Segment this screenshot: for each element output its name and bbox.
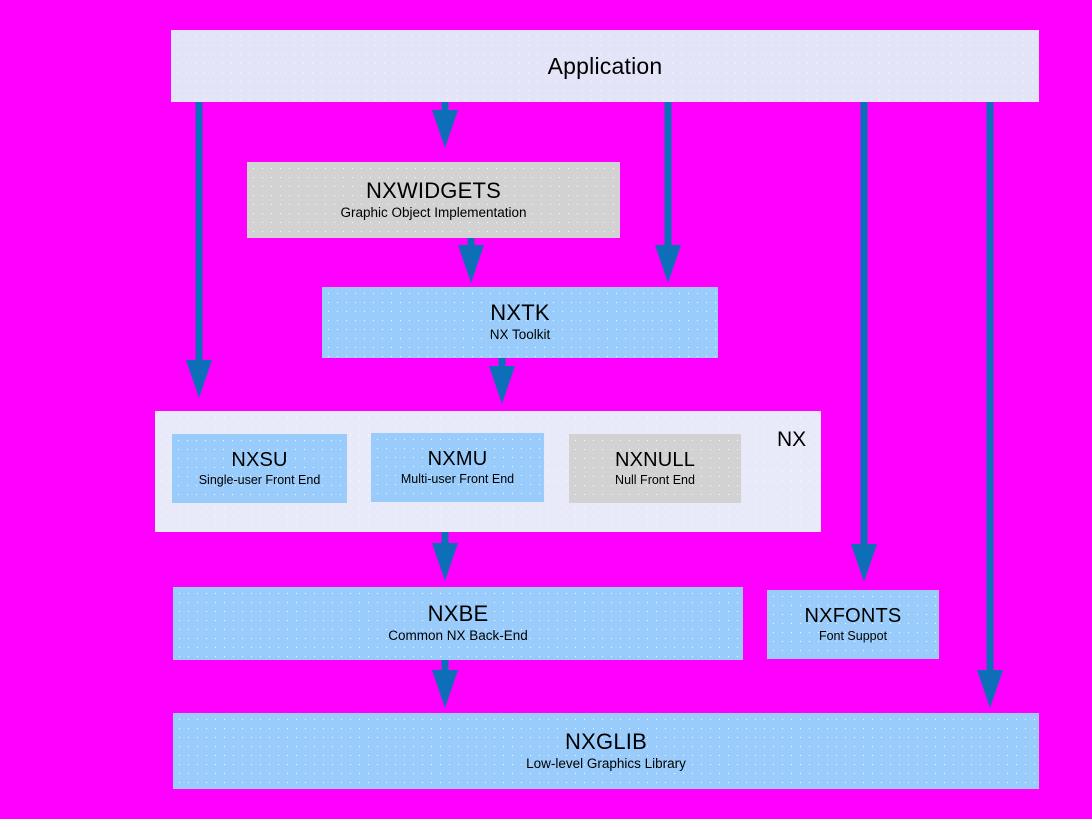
node-nxbe-title: NXBE [427,601,489,627]
arrow-nx-to-nxbe [432,532,458,581]
node-nxfonts-subtitle: Font Suppot [818,628,888,643]
node-nxmu-subtitle: Multi-user Front End [400,471,515,486]
arrow-nxwidgets-to-nxtk [458,238,484,283]
arrow-nxbe-to-nxglib [432,660,458,708]
node-nxglib-subtitle: Low-level Graphics Library [526,755,686,771]
node-nxnull[interactable]: NXNULL Null Front End [569,434,741,503]
node-application[interactable]: Application [171,30,1039,102]
node-nxtk[interactable]: NXTK NX Toolkit [322,287,718,358]
node-nxbe-subtitle: Common NX Back-End [388,628,528,644]
node-nxglib-title: NXGLIB [565,728,647,754]
node-nxtk-title: NXTK [490,300,550,326]
node-nxwidgets-subtitle: Graphic Object Implementation [340,204,527,220]
node-nxnull-subtitle: Null Front End [615,472,695,487]
node-nxglib[interactable]: NXGLIB Low-level Graphics Library [173,713,1039,789]
node-nxnull-title: NXNULL [614,448,696,471]
node-nxtk-subtitle: NX Toolkit [489,327,551,343]
node-nxfonts-title: NXFONTS [804,604,902,627]
arrow-application-to-nxglib [977,102,1003,708]
arrow-nxtk-to-nx [489,358,515,404]
node-nxsu-subtitle: Single-user Front End [198,472,321,487]
node-nxfonts[interactable]: NXFONTS Font Suppot [767,590,939,659]
arrow-application-to-nxfonts [851,102,877,582]
node-nxbe[interactable]: NXBE Common NX Back-End [173,587,743,660]
arrow-application-to-nxwidgets [432,102,458,148]
arrow-application-to-nx [186,102,212,398]
node-nxsu[interactable]: NXSU Single-user Front End [172,434,347,503]
node-nxmu[interactable]: NXMU Multi-user Front End [371,433,544,502]
nx-group-label: NX [777,428,807,451]
node-nxsu-title: NXSU [231,448,288,471]
node-application-title: Application [547,52,663,79]
node-nxmu-title: NXMU [427,447,488,470]
arrow-application-to-nxtk [655,102,681,283]
node-nxwidgets[interactable]: NXWIDGETS Graphic Object Implementation [247,162,620,238]
node-nxwidgets-title: NXWIDGETS [365,177,502,203]
